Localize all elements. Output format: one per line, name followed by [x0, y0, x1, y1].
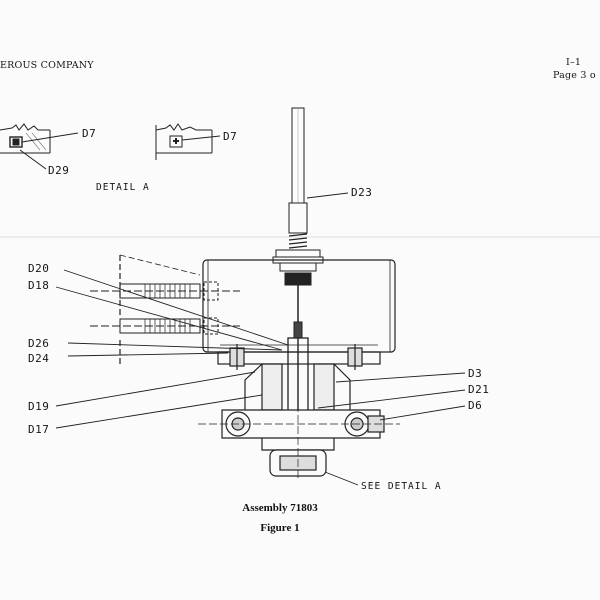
figure-caption: Figure 1: [260, 522, 300, 534]
callout-d21: D21: [468, 383, 489, 396]
leader-lines: [55, 192, 466, 486]
callout-d7-left: D7: [82, 127, 96, 140]
callout-see-detail-a: SEE DETAIL A: [361, 481, 442, 492]
detail-a-label: DETAIL A: [96, 182, 150, 193]
callout-d17: D17: [28, 423, 49, 436]
page-number: Page 3 o: [553, 70, 596, 81]
document-number: I–1: [566, 57, 582, 68]
callout-d3: D3: [468, 367, 482, 380]
callout-d23: D23: [351, 186, 372, 199]
valve-body: [198, 360, 400, 480]
callout-d26: D26: [28, 337, 49, 350]
callout-d6: D6: [468, 399, 482, 412]
mounting-flange: [217, 344, 381, 370]
callout-d29: D29: [48, 164, 69, 177]
assembly-caption: Assembly 71803: [242, 502, 318, 514]
bolts: [90, 281, 240, 335]
callout-d18: D18: [28, 279, 49, 292]
callout-d24: D24: [28, 352, 49, 365]
callout-d19: D19: [28, 400, 49, 413]
callout-d20: D20: [28, 262, 49, 275]
detail-a-left-view: [0, 123, 79, 170]
detail-a-right-view: [155, 123, 221, 160]
company-name: EROUS COMPANY: [0, 60, 94, 71]
callout-d7-right: D7: [223, 130, 237, 143]
